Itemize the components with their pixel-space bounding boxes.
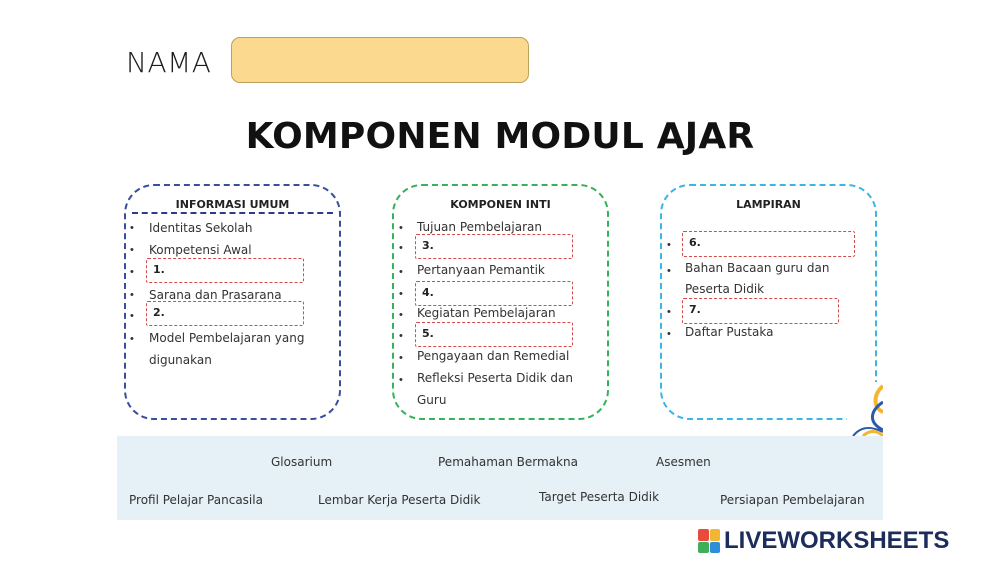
bullet-icon: • xyxy=(399,242,403,254)
informasi-umum-title: INFORMASI UMUM xyxy=(175,198,290,211)
option-lembar-kerja-peserta-didik[interactable]: Lembar Kerja Peserta Didik xyxy=(318,493,481,507)
option-pemahaman-bermakna[interactable]: Pemahaman Bermakna xyxy=(438,455,578,469)
option-asesmen[interactable]: Asesmen xyxy=(656,455,711,469)
list-item: Refleksi Peserta Didik dan xyxy=(417,371,573,385)
bullet-icon: • xyxy=(399,266,403,278)
bullet-icon: • xyxy=(130,266,134,278)
answer-slot-6[interactable]: 6. xyxy=(682,231,855,257)
answer-slot-4[interactable]: 4. xyxy=(415,281,573,306)
answer-options-panel xyxy=(117,436,883,520)
decorative-swirl-icon xyxy=(847,382,883,436)
bullet-icon: • xyxy=(399,288,403,300)
list-item: Kegiatan Pembelajaran xyxy=(417,306,556,320)
list-item: Guru xyxy=(417,393,447,407)
answer-slot-5[interactable]: 5. xyxy=(415,322,573,347)
list-item: Kompetensi Awal xyxy=(149,243,252,257)
informasi-umum-box: INFORMASI UMUM xyxy=(124,184,341,420)
bullet-icon: • xyxy=(399,374,403,386)
list-item: Model Pembelajaran yang xyxy=(149,331,305,345)
title-divider xyxy=(132,212,333,214)
liveworksheets-icon xyxy=(698,529,720,553)
answer-slot-7[interactable]: 7. xyxy=(682,298,839,324)
list-item: Tujuan Pembelajaran xyxy=(417,220,542,234)
list-item: Sarana dan Prasarana xyxy=(149,288,282,302)
bullet-icon: • xyxy=(130,289,134,301)
bullet-icon: • xyxy=(667,306,671,318)
bullet-icon: • xyxy=(130,333,134,345)
list-item: Pertanyaan Pemantik xyxy=(417,263,545,277)
bullet-icon: • xyxy=(667,328,671,340)
option-glosarium[interactable]: Glosarium xyxy=(271,455,333,469)
page-title: KOMPONEN MODUL AJAR xyxy=(245,116,755,157)
bullet-icon: • xyxy=(399,330,403,342)
option-profil-pelajar-pancasila[interactable]: Profil Pelajar Pancasila xyxy=(129,493,263,507)
bullet-icon: • xyxy=(399,352,403,364)
bullet-icon: • xyxy=(667,239,671,251)
name-input[interactable] xyxy=(231,37,529,83)
answer-slot-2[interactable]: 2. xyxy=(146,301,304,326)
komponen-inti-title: KOMPONEN INTI xyxy=(450,198,551,211)
bullet-icon: • xyxy=(667,265,671,277)
bullet-icon: • xyxy=(399,309,403,321)
answer-slot-1[interactable]: 1. xyxy=(146,258,304,283)
answer-slot-3[interactable]: 3. xyxy=(415,234,573,259)
bullet-icon: • xyxy=(130,244,134,256)
list-item: Pengayaan dan Remedial xyxy=(417,349,570,363)
option-target-peserta-didik[interactable]: Target Peserta Didik xyxy=(539,490,660,504)
bullet-icon: • xyxy=(130,222,134,234)
list-item: Peserta Didik xyxy=(685,282,765,296)
bullet-icon: • xyxy=(399,222,403,234)
list-item: Bahan Bacaan guru dan xyxy=(685,261,830,275)
option-persiapan-pembelajaran[interactable]: Persiapan Pembelajaran xyxy=(720,493,865,507)
name-label: NAMA xyxy=(126,46,212,79)
brand-text: LIVEWORKSHEETS xyxy=(724,527,950,554)
list-item: Identitas Sekolah xyxy=(149,221,253,235)
bullet-icon: • xyxy=(130,310,134,322)
list-item: digunakan xyxy=(149,353,212,367)
lampiran-box: LAMPIRAN xyxy=(660,184,877,420)
lampiran-title: LAMPIRAN xyxy=(736,198,801,211)
liveworksheets-logo: LIVEWORKSHEETS xyxy=(698,527,950,554)
list-item: Daftar Pustaka xyxy=(685,325,774,339)
